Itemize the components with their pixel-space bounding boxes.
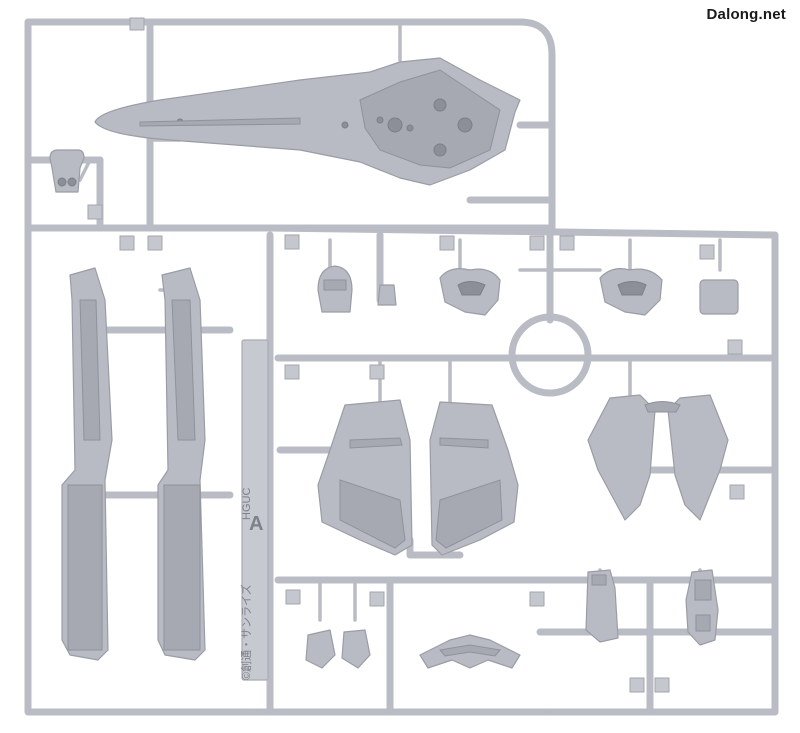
identification-plate: A ©創通・サンライズ HGUC bbox=[239, 339, 269, 681]
long-rail-left bbox=[61, 267, 113, 661]
chevron-part bbox=[419, 634, 521, 669]
armor-plate-left bbox=[317, 399, 413, 556]
armor-pair-part bbox=[587, 394, 729, 521]
plate-copyright: ©創通・サンライズ bbox=[239, 584, 253, 680]
part-number-tabs bbox=[87, 17, 745, 693]
plate-model: HGUC bbox=[241, 488, 253, 520]
small-clip-part bbox=[49, 149, 85, 193]
watermark: Dalong.net bbox=[706, 6, 786, 23]
shoulder-part-right bbox=[599, 268, 663, 316]
shoulder-part-left bbox=[439, 268, 501, 316]
runner-frame bbox=[24, 18, 779, 716]
armor-plate-right bbox=[429, 401, 519, 556]
long-rail-right bbox=[157, 267, 206, 661]
block-part-right bbox=[685, 569, 719, 646]
plate-letter: A bbox=[249, 513, 263, 535]
box-part bbox=[699, 279, 739, 315]
blade-part bbox=[94, 57, 521, 186]
block-part-left bbox=[585, 569, 619, 643]
head-part bbox=[317, 265, 353, 313]
small-bracket-right bbox=[341, 629, 371, 669]
small-bracket-left bbox=[305, 629, 336, 669]
small-connector-part bbox=[377, 284, 397, 306]
